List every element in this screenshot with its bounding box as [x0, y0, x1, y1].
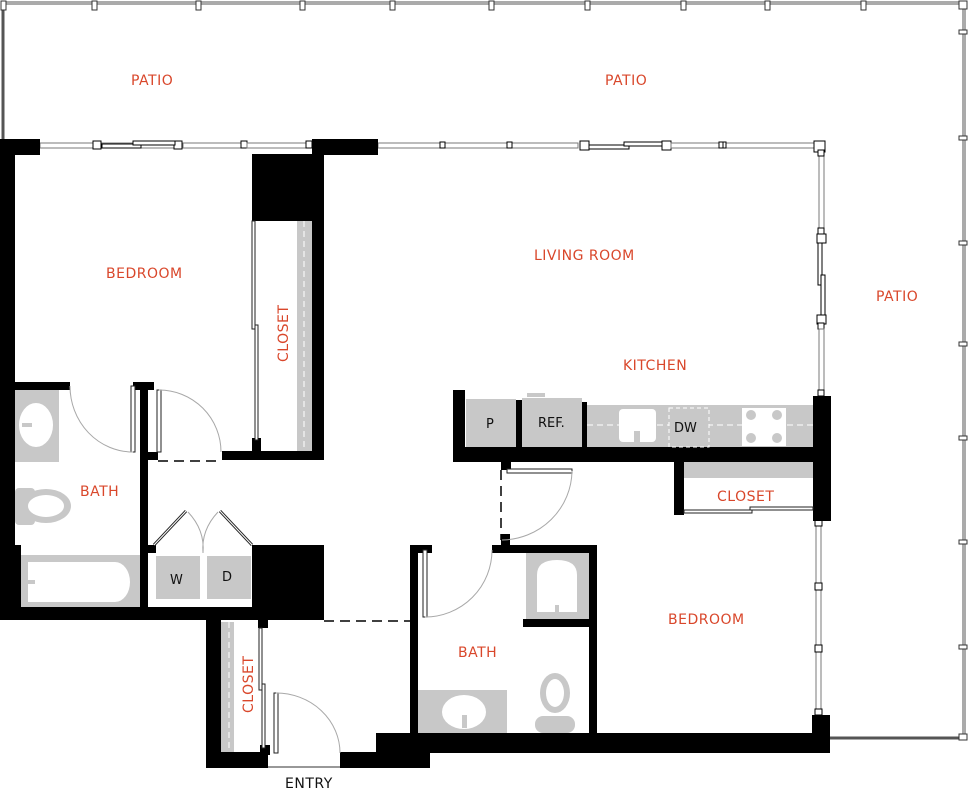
bedroom-1-label: BEDROOM [106, 266, 183, 282]
sink-icon [619, 409, 656, 442]
bath-1-label: BATH [80, 484, 119, 500]
shower-icon [526, 553, 589, 619]
patio-label-right: PATIO [876, 289, 918, 305]
refrigerator-label: REF. [538, 416, 565, 431]
bath-2-label: BATH [458, 645, 497, 661]
bedroom-1-door[interactable] [156, 389, 222, 462]
washer-label: W [170, 573, 183, 588]
living-room-label: LIVING ROOM [534, 248, 635, 264]
laundry-bifold-doors[interactable] [152, 509, 254, 554]
dishwasher: DW [668, 407, 710, 448]
windows-top [39, 140, 826, 153]
patio-railing [0, 0, 968, 741]
bedroom-2-label: BEDROOM [668, 612, 745, 628]
dryer-label: D [222, 570, 232, 585]
bath-2-fixtures [418, 549, 589, 733]
room-labels: PATIO PATIO PATIO BEDROOM CLOSET LIVING … [80, 73, 918, 792]
patio-label-top-left: PATIO [131, 73, 173, 89]
walls [0, 139, 831, 768]
toilet-icon [15, 488, 71, 525]
closet-entry-label: CLOSET [241, 656, 257, 713]
laundry: W D [152, 509, 254, 599]
toilet-icon [535, 673, 575, 733]
bedroom-2-door[interactable] [500, 468, 573, 541]
closet-1-label: CLOSET [276, 305, 292, 362]
entry-label: ENTRY [285, 776, 333, 792]
windows-right [814, 149, 827, 716]
dishwasher-label: DW [674, 421, 697, 436]
pantry-label: P [486, 417, 494, 432]
closet-2-label: CLOSET [717, 489, 774, 505]
railing-posts [0, 0, 968, 741]
kitchen-label: KITCHEN [623, 358, 687, 374]
patio-label-top-right: PATIO [605, 73, 647, 89]
entry-closet [221, 622, 266, 752]
entry-door[interactable] [268, 692, 341, 768]
bath-1-fixtures [15, 385, 140, 607]
cooktop-icon [742, 408, 786, 446]
bathtub-icon [21, 555, 140, 607]
bedroom-closet-shelf [251, 220, 312, 451]
kitchen: P REF. DW [466, 393, 813, 448]
bedroom-2-closet [683, 462, 814, 514]
